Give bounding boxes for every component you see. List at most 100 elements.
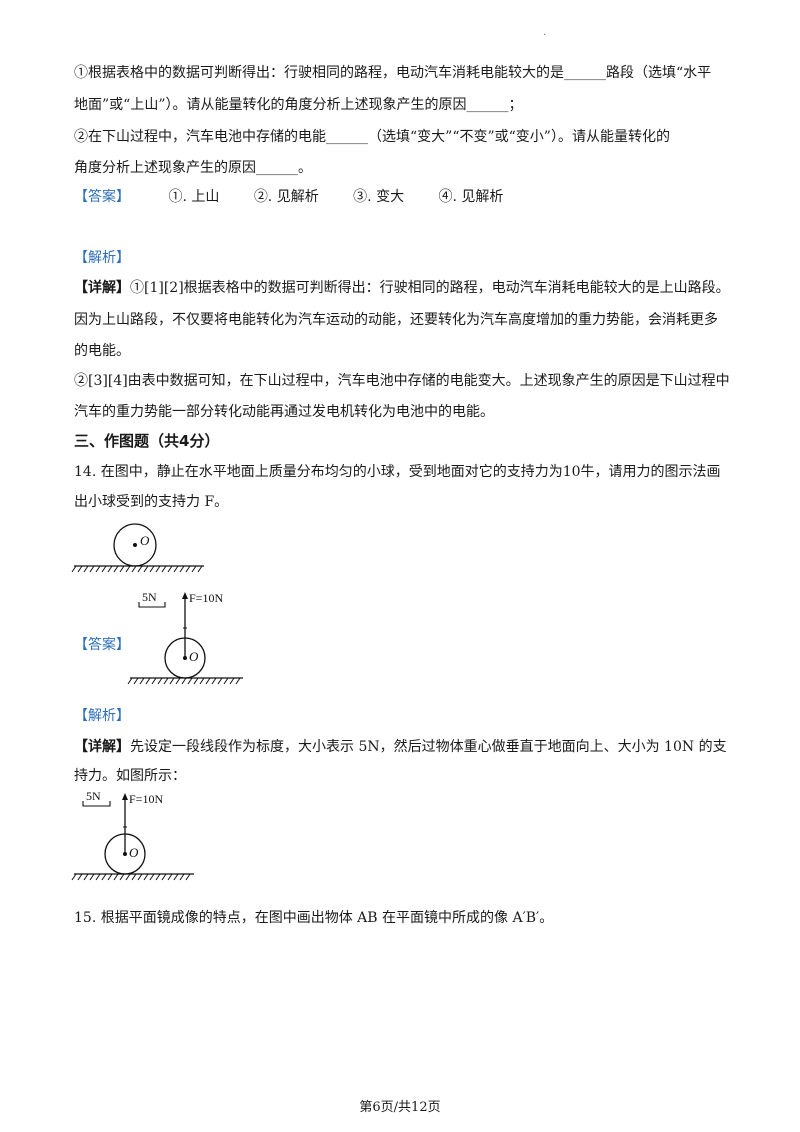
q14-analysis-tag: 【解析】 <box>74 708 130 724</box>
hatch-mark <box>161 565 167 573</box>
q13-detail-line-4: ②[3][4]由表中数据可知，在下山过程中，汽车电池中存储的电能变大。上述现象产… <box>74 373 730 389</box>
q13-detail-text-1: ①[1][2]根据表格中的数据可判断得出：行驶相同的路程，电动汽车消耗电能较大的… <box>130 280 730 296</box>
hatch-mark <box>71 565 77 573</box>
force-label: F=10N <box>129 792 163 806</box>
q15-text-line-1: 15. 根据平面镜成像的特点，在图中画出物体 AB 在平面镜中所成的像 A′B′… <box>74 910 554 926</box>
q13-text-line-1: ①根据表格中的数据可判断得出：行驶相同的路程，电动汽车消耗电能较大的是_____… <box>74 65 712 81</box>
hatch-mark <box>149 565 155 573</box>
hatch-mark <box>119 565 125 573</box>
answer-tag: 【答案】 <box>74 189 130 205</box>
force-arrow-head <box>182 592 188 599</box>
center-point <box>133 543 137 547</box>
hatch-mark <box>95 565 101 573</box>
ground-hatching <box>71 565 203 573</box>
hatch-mark <box>191 565 197 573</box>
hatch-mark <box>151 677 157 685</box>
center-label: O <box>140 533 150 548</box>
hatch-mark <box>125 565 131 573</box>
hatch-mark <box>155 873 161 881</box>
hatch-mark <box>89 565 95 573</box>
q14-text-line-2: 出小球受到的支持力 F。 <box>74 494 229 510</box>
hatch-mark <box>235 677 241 685</box>
hatch-mark <box>173 873 179 881</box>
scale-bar <box>138 602 166 608</box>
answer-4: ④. 见解析 <box>438 189 504 205</box>
hatch-mark <box>83 565 89 573</box>
center-point <box>183 656 187 660</box>
detail-tag: 【详解】 <box>74 739 130 755</box>
q14-answer-tag: 【答案】 <box>74 637 130 653</box>
q14-question-figure: O <box>71 523 204 573</box>
hatch-mark <box>185 873 191 881</box>
center-point <box>123 852 127 856</box>
hatch-mark <box>131 873 137 881</box>
scale-label: 5N <box>86 789 101 803</box>
hatch-mark <box>179 873 185 881</box>
q14-detail-line-2: 持力。如图所示： <box>74 768 186 784</box>
hatch-mark <box>185 565 191 573</box>
q13-detail-line-3: 的电能。 <box>74 343 130 359</box>
hatch-mark <box>173 565 179 573</box>
answer-3: ③. 变大 <box>353 189 405 205</box>
hatch-mark <box>107 873 113 881</box>
hatch-mark <box>125 873 131 881</box>
hatch-mark <box>163 677 169 685</box>
hatch-mark <box>211 677 217 685</box>
hatch-mark <box>167 873 173 881</box>
hatch-mark <box>143 873 149 881</box>
hatch-mark <box>197 565 203 573</box>
hatch-mark <box>199 677 205 685</box>
q13-detail-line-2: 因为上山路段，不仅要将电能转化为汽车运动的动能，还要转化为汽车高度增加的重力势能… <box>74 312 718 328</box>
hatch-mark <box>205 677 211 685</box>
hatch-mark <box>217 677 223 685</box>
hatch-mark <box>179 565 185 573</box>
header-mark: · <box>543 30 547 41</box>
hatch-mark <box>89 873 95 881</box>
hatch-mark <box>137 565 143 573</box>
hatch-mark <box>101 873 107 881</box>
hatch-mark <box>167 565 173 573</box>
q13-text-line-3: ②在下山过程中，汽车电池中存储的电能______（选填“变大”“不变”或“变小”… <box>74 129 670 145</box>
q14-text-line-1: 14. 在图中，静止在水平地面上质量分布均匀的小球，受到地面对它的支持力为10牛… <box>74 464 721 480</box>
hatch-mark <box>119 873 125 881</box>
hatch-mark <box>169 677 175 685</box>
hatch-mark <box>71 873 77 881</box>
q13-answer-row: 【答案】 ①. 上山 ②. 见解析 ③. 变大 ④. 见解析 <box>74 187 533 207</box>
scale-bar <box>82 801 111 807</box>
force-label: F=10N <box>189 591 223 605</box>
hatch-mark <box>157 677 163 685</box>
q14-detail-line-1: 【详解】先设定一段线段作为标度，大小表示 5N，然后过物体重心做垂直于地面向上、… <box>74 737 727 757</box>
hatch-mark <box>95 873 101 881</box>
hatch-mark <box>113 873 119 881</box>
hatch-mark <box>77 565 83 573</box>
hatch-mark <box>107 565 113 573</box>
hatch-mark <box>193 677 199 685</box>
hatch-mark <box>175 677 181 685</box>
hatch-mark <box>229 677 235 685</box>
detail-tag: 【详解】 <box>74 280 130 296</box>
q13-detail-line-5: 汽车的重力势能一部分转化动能再通过发电机转化为电池中的电能。 <box>74 404 494 420</box>
hatch-mark <box>83 873 89 881</box>
answer-1: ①. 上山 <box>168 189 220 205</box>
hatch-mark <box>101 565 107 573</box>
q14-answer-figure: 5N F=10N O <box>127 590 243 685</box>
q13-analysis-tag: 【解析】 <box>74 250 130 266</box>
center-label: O <box>189 649 199 664</box>
hatch-mark <box>155 565 161 573</box>
hatch-mark <box>139 677 145 685</box>
force-arrow-head <box>122 793 128 800</box>
q14-solution-figure: 5N F=10N O <box>71 789 194 881</box>
hatch-mark <box>149 873 155 881</box>
hatch-mark <box>143 565 149 573</box>
hatch-mark <box>133 677 139 685</box>
hatch-mark <box>113 565 119 573</box>
hatch-mark <box>127 677 133 685</box>
hatch-mark <box>137 873 143 881</box>
hatch-mark <box>187 677 193 685</box>
hatch-mark <box>131 565 137 573</box>
hatch-mark <box>181 677 187 685</box>
q13-detail-line-1: 【详解】①[1][2]根据表格中的数据可判断得出：行驶相同的路程，电动汽车消耗电… <box>74 278 730 298</box>
scale-label: 5N <box>142 590 157 604</box>
answer-2: ②. 见解析 <box>253 189 319 205</box>
